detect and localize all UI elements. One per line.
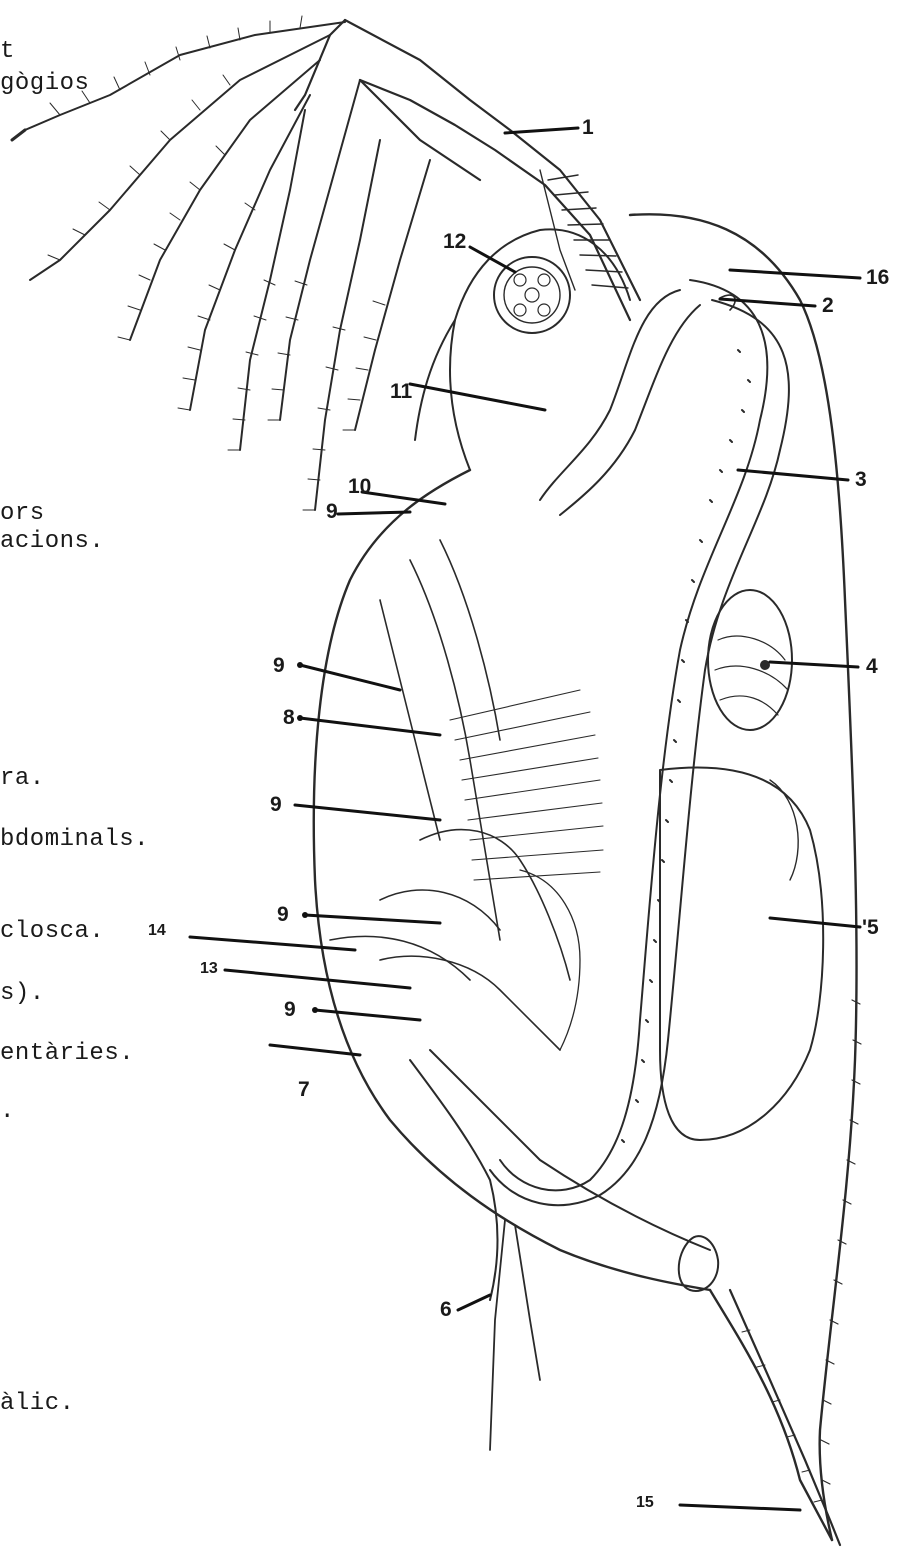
label-13: 13	[200, 960, 218, 978]
caption-fragment: closca.	[0, 918, 104, 945]
caption-fragment: gògios	[0, 70, 89, 97]
caption-fragment: .	[0, 1098, 15, 1125]
caption-fragment: bdominals.	[0, 826, 149, 853]
gut	[490, 280, 789, 1205]
label-8: 8	[283, 706, 295, 730]
label-9: 9	[277, 903, 289, 927]
label-11: 11	[390, 380, 412, 404]
head	[415, 229, 630, 470]
label-9: 9	[284, 998, 296, 1022]
label-12: 12	[443, 230, 466, 254]
carapace	[314, 214, 861, 1540]
brood-chamber	[660, 768, 823, 1141]
label-9: 9	[273, 654, 285, 678]
label-9: 9	[270, 793, 282, 817]
label-9: 9	[326, 500, 338, 524]
label-16: 16	[866, 266, 889, 290]
label-10: 10	[348, 475, 371, 499]
label-4: 4	[866, 655, 878, 679]
label-2: 2	[822, 294, 834, 318]
label-3: 3	[855, 468, 867, 492]
caption-fragment: ra.	[0, 765, 45, 792]
caption-fragment: acions.	[0, 528, 104, 555]
caption-fragment: àlic.	[0, 1390, 75, 1417]
antenna	[12, 16, 640, 510]
label-14: 14	[148, 922, 166, 940]
postabdomen	[410, 1050, 718, 1300]
label-7: 7	[298, 1078, 310, 1102]
thoracic-legs	[330, 540, 603, 1050]
caption-fragment: ors	[0, 500, 45, 527]
label-6: 6	[440, 1298, 452, 1322]
label-15: 15	[636, 1494, 654, 1512]
heart	[708, 590, 792, 730]
label-5: '5	[862, 916, 879, 940]
caption-fragment: t	[0, 38, 15, 65]
caption-fragment: entàries.	[0, 1040, 134, 1067]
label-1: 1	[582, 116, 594, 140]
caption-fragment: s).	[0, 980, 45, 1007]
